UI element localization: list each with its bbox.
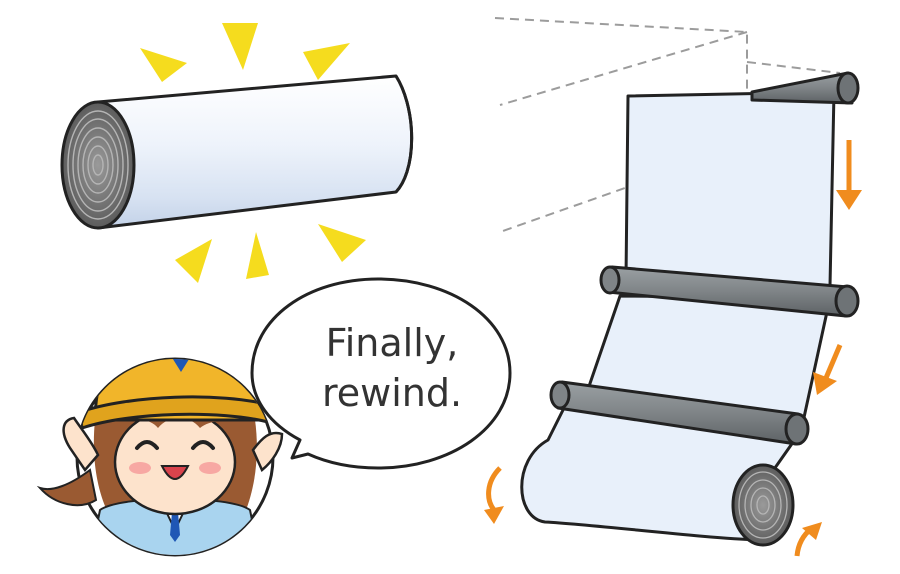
sparkle-icon [246, 232, 269, 279]
speech-bubble [250, 277, 512, 470]
speech-line-2: rewind. [321, 371, 463, 415]
sparkle-icon [175, 239, 212, 283]
arrow-down-icon [836, 140, 862, 210]
top-roller [750, 71, 860, 105]
sparkle-icon [222, 23, 258, 70]
film-web [520, 90, 836, 542]
arrow-curve-icon [484, 466, 504, 524]
sparkle-icon [303, 43, 350, 80]
middle-roller [599, 265, 860, 318]
lower-roller [549, 380, 810, 446]
rewind-roll [731, 463, 795, 547]
arrow-curve-icon [794, 522, 822, 557]
sparkle-icons [140, 23, 366, 283]
speech-line-1: Finally, [325, 321, 459, 365]
sparkle-icon [318, 224, 366, 262]
worker-character [36, 357, 284, 557]
sparkle-icon [140, 48, 187, 82]
motion-arrows [484, 140, 862, 557]
film-roll [60, 74, 414, 230]
helmet-logo-icon [166, 359, 196, 372]
speech-bubble-text: Finally, rewind. [292, 318, 492, 418]
arrow-down-icon [813, 344, 843, 395]
perspective-guide [494, 17, 841, 233]
